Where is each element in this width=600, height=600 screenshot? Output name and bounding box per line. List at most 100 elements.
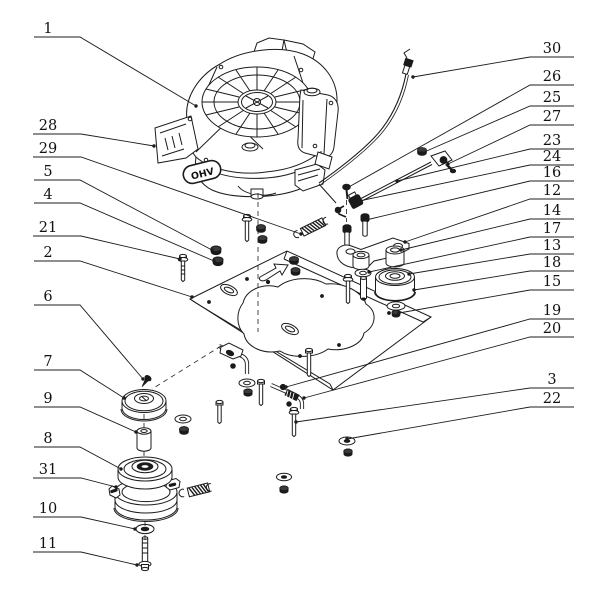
plate-arrow-slot <box>259 263 289 282</box>
plate-nut-a <box>289 256 299 265</box>
callout-29: 29 <box>33 141 303 236</box>
idler-pulley <box>374 268 416 302</box>
leader-dot <box>357 199 361 203</box>
callout-28: 28 <box>33 118 156 148</box>
washer-18 <box>386 301 406 311</box>
leader-dot <box>284 385 288 389</box>
leader-line <box>346 84 574 189</box>
callout-number: 26 <box>543 69 561 85</box>
callout-number: 2 <box>43 245 52 261</box>
callout-number: 17 <box>543 221 561 237</box>
washer-22 <box>338 436 356 446</box>
callout-number: 16 <box>543 165 561 181</box>
leader-line <box>303 336 574 399</box>
throttle-spring <box>293 216 329 239</box>
washer-center <box>238 378 256 388</box>
throttle-cable <box>318 48 414 204</box>
fuel-tank <box>297 87 339 158</box>
fuel-cap <box>303 87 321 97</box>
callout-18: 18 <box>412 255 574 292</box>
callout-1: 1 <box>34 21 198 108</box>
bolt-small-a <box>215 399 224 425</box>
leader-line <box>33 516 136 530</box>
leader-line <box>413 270 574 291</box>
callout-number: 11 <box>39 536 57 552</box>
callout-8: 8 <box>34 431 123 471</box>
callout-number: 22 <box>543 391 561 407</box>
callout-number: 15 <box>543 274 561 290</box>
leader-line <box>34 304 144 380</box>
leader-dot <box>141 377 145 381</box>
cooling-fan <box>201 66 313 138</box>
leader-dot <box>212 259 216 263</box>
leader-line <box>33 235 181 260</box>
leader-line <box>365 180 574 221</box>
callout-21: 21 <box>33 220 182 261</box>
leader-dot <box>194 104 198 108</box>
rod-swivel <box>334 191 364 218</box>
callout-22: 22 <box>345 391 574 441</box>
ohv-badge: OHV <box>182 159 222 185</box>
callout-number: 9 <box>43 391 52 407</box>
leader-dot <box>299 232 303 236</box>
cable-inner-wire <box>403 48 411 59</box>
callout-number: 21 <box>39 220 57 236</box>
spacer-pin <box>360 276 367 301</box>
leader-line <box>404 198 574 243</box>
leader-line <box>34 369 125 399</box>
leader-line <box>34 202 215 262</box>
callout-4: 4 <box>34 187 216 263</box>
leader-dot <box>114 485 118 489</box>
callout-number: 19 <box>543 303 561 319</box>
callout-number: 13 <box>543 238 561 254</box>
leader-dot <box>367 270 371 274</box>
idler-bracket-cluster <box>336 213 416 318</box>
leader-line <box>34 446 122 470</box>
leader-line <box>412 56 574 78</box>
bolt-small-c <box>305 347 313 378</box>
leader-line <box>34 406 137 433</box>
leader-dot <box>133 527 137 531</box>
cable-end-fitting <box>401 57 414 76</box>
brake-rod-loose <box>270 383 305 413</box>
callout-23: 23 <box>395 133 574 183</box>
leader-line <box>33 133 155 147</box>
callout-number: 29 <box>39 141 57 157</box>
plate-nut-b <box>290 267 301 276</box>
leader-line <box>34 260 193 298</box>
callout-11: 11 <box>33 536 139 567</box>
leader-dot <box>403 240 407 244</box>
callout-5: 5 <box>34 164 214 252</box>
idler-bolt <box>342 273 354 305</box>
leader-line <box>33 156 302 235</box>
bolt-3 <box>288 406 300 438</box>
washer-under-21 <box>174 414 192 424</box>
leader-dot <box>407 272 411 276</box>
plate-center-cutout <box>237 278 375 357</box>
leader-dot <box>345 437 349 441</box>
callout-14: 14 <box>399 203 574 252</box>
cable-clamp <box>430 150 457 174</box>
callout-27: 27 <box>446 109 574 166</box>
leader-dot <box>302 396 306 400</box>
bolt-small-b <box>257 378 265 407</box>
callout-number: 7 <box>43 354 52 370</box>
screw-6 <box>141 375 152 387</box>
mount-nut-b <box>257 235 268 244</box>
nut-below-22 <box>343 448 353 457</box>
leader-line <box>408 253 574 275</box>
stud-bolt-16 <box>360 213 370 237</box>
washer-mid <box>276 472 292 482</box>
callout-24: 24 <box>357 149 574 203</box>
leader-dot <box>210 248 214 252</box>
leader-line <box>33 551 138 566</box>
leader-dot <box>411 75 415 79</box>
air-cleaner <box>154 115 199 164</box>
leader-line <box>295 387 574 423</box>
callout-number: 10 <box>39 501 57 517</box>
leader-line <box>34 36 197 107</box>
leader-line <box>346 406 574 440</box>
mounting-plate <box>188 250 432 391</box>
callout-number: 8 <box>43 431 52 447</box>
callout-17: 17 <box>367 221 574 274</box>
